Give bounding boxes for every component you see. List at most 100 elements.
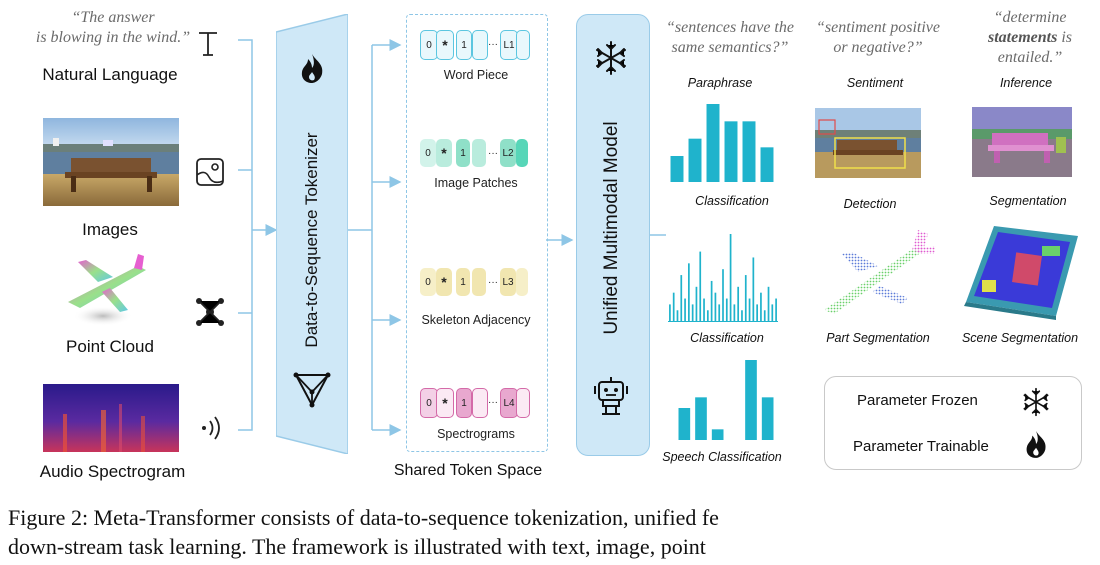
token-space-box bbox=[406, 14, 548, 452]
chart-bar bbox=[752, 257, 755, 322]
token: * bbox=[436, 268, 452, 296]
chart-bar bbox=[711, 429, 724, 440]
bench-photo bbox=[43, 118, 179, 206]
chart-bar bbox=[744, 275, 747, 322]
input-quote: “The answer is blowing in the wind.” bbox=[35, 9, 191, 46]
part-segmentation-plane bbox=[824, 230, 936, 314]
token bbox=[472, 388, 488, 418]
point-cloud-label: Point Cloud bbox=[66, 337, 154, 356]
chart-bar bbox=[760, 292, 762, 322]
token bbox=[516, 268, 528, 296]
chart-bar bbox=[703, 298, 705, 322]
chart-bar bbox=[714, 292, 717, 322]
chart-bar bbox=[775, 298, 777, 322]
speech-classification-label: Speech Classification bbox=[662, 450, 782, 464]
token bbox=[516, 30, 530, 60]
token bbox=[516, 388, 530, 418]
chart-bar bbox=[742, 121, 756, 182]
ellipsis: ··· bbox=[488, 38, 498, 50]
scene-segmentation-image bbox=[964, 226, 1078, 320]
speech-classification-chart bbox=[678, 360, 774, 440]
token-group-image-patches: 0 * 1 ··· L2 bbox=[420, 139, 540, 169]
token-group-skeleton: 0 * 1 ··· L3 bbox=[420, 268, 540, 298]
caption-fade-1 bbox=[860, 508, 1100, 528]
robot-icon bbox=[594, 377, 628, 415]
chart-bar bbox=[724, 121, 738, 182]
token: * bbox=[436, 139, 452, 167]
chart-bar bbox=[771, 304, 774, 322]
spectrograms-label: Spectrograms bbox=[437, 427, 515, 441]
chart-bar bbox=[669, 304, 671, 322]
chart-bar bbox=[737, 286, 740, 322]
chart-bar bbox=[718, 304, 721, 322]
token-group-spectrograms: 0 * 1 ··· L4 bbox=[420, 388, 540, 418]
unified-model-label: Unified Multimodal Model bbox=[601, 121, 622, 335]
tokenizer-label: Data-to-Sequence Tokenizer bbox=[302, 132, 321, 348]
chart-bar bbox=[676, 310, 679, 322]
graph-icon bbox=[196, 298, 224, 326]
token: * bbox=[436, 388, 454, 418]
chart-bar bbox=[729, 234, 732, 322]
chart-bar bbox=[756, 304, 758, 322]
triangle-network-icon bbox=[293, 372, 331, 408]
image-patches-label: Image Patches bbox=[434, 176, 518, 190]
token: 0 bbox=[420, 268, 436, 296]
shared-token-space-title: Shared Token Space bbox=[393, 462, 543, 479]
chart-bar bbox=[688, 138, 702, 182]
skeleton-adjacency-label: Skeleton Adjacency bbox=[421, 313, 531, 327]
paraphrase-quote: “sentences have the same semantics?” bbox=[666, 19, 794, 56]
flow-arrows bbox=[238, 39, 666, 436]
chart-bar bbox=[710, 280, 713, 322]
legend-frozen-label: Parameter Frozen bbox=[857, 392, 978, 409]
flame-icon bbox=[301, 54, 323, 83]
images-label: Images bbox=[82, 220, 138, 239]
chart-bar bbox=[680, 275, 683, 322]
caption-line-1: Figure 2: Meta-Transformer consists of d… bbox=[8, 505, 719, 530]
token: L2 bbox=[500, 139, 516, 167]
paraphrase-header: Paraphrase bbox=[687, 76, 753, 90]
token: 1 bbox=[456, 139, 470, 167]
chart-bar bbox=[725, 298, 728, 322]
image-icon bbox=[196, 158, 224, 186]
caption-line-2: down-stream task learning. The framework… bbox=[8, 534, 706, 559]
token bbox=[516, 139, 528, 167]
token: 0 bbox=[420, 139, 436, 167]
token bbox=[472, 268, 486, 296]
point-cloud-plane bbox=[68, 254, 146, 326]
inference-quote: “determine statements is entailed.” bbox=[987, 9, 1072, 66]
chart-bar bbox=[722, 269, 724, 322]
chart-bar bbox=[672, 292, 675, 322]
chart-bar bbox=[691, 304, 694, 322]
legend-trainable-label: Parameter Trainable bbox=[853, 438, 989, 455]
ellipsis: ··· bbox=[488, 147, 498, 159]
chart-bar bbox=[767, 286, 770, 322]
chart-bar bbox=[678, 408, 691, 440]
chart-bar bbox=[748, 298, 751, 322]
word-piece-label: Word Piece bbox=[443, 68, 509, 82]
natural-language-label: Natural Language bbox=[42, 65, 178, 84]
detection-image bbox=[815, 108, 921, 178]
chart-bar bbox=[763, 310, 766, 322]
chart-bar bbox=[760, 147, 774, 182]
classification-label-2: Classification bbox=[690, 331, 764, 345]
detection-label: Detection bbox=[843, 197, 897, 211]
scene-segmentation-label: Scene Segmentation bbox=[961, 331, 1079, 345]
chart-bar bbox=[699, 251, 702, 322]
inference-header: Inference bbox=[999, 76, 1053, 90]
sentiment-header: Sentiment bbox=[846, 76, 904, 90]
chart-bar bbox=[733, 304, 736, 322]
paraphrase-bar-chart bbox=[670, 104, 774, 182]
chart-bar bbox=[684, 298, 686, 322]
chart-bar bbox=[706, 310, 709, 322]
tokenizer-block bbox=[276, 14, 348, 454]
token-group-word-piece: 0 * 1 ··· L1 bbox=[420, 30, 540, 60]
token: * bbox=[436, 30, 454, 60]
chart-bar bbox=[695, 286, 698, 322]
audio-spectrogram-label: Audio Spectrogram bbox=[39, 462, 186, 481]
text-cursor-icon bbox=[199, 32, 217, 56]
chart-bar bbox=[706, 104, 720, 182]
ellipsis: ··· bbox=[488, 276, 498, 288]
dense-classification-chart bbox=[668, 234, 778, 322]
token: 1 bbox=[456, 268, 470, 296]
classification-label-1: Classification bbox=[695, 194, 769, 208]
